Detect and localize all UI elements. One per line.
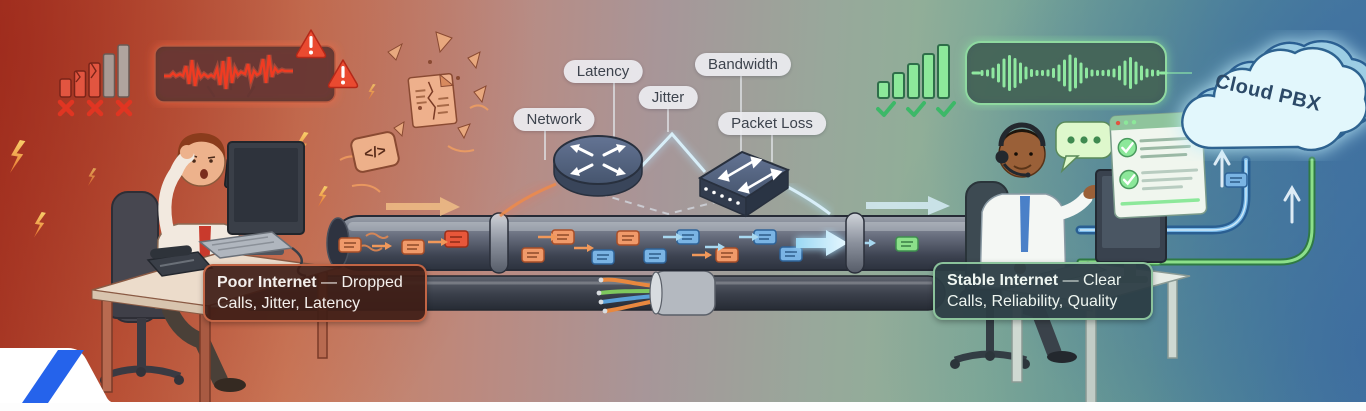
bottom-strip [0,402,1366,411]
packet-icon [895,236,919,252]
person-agent [979,122,1101,363]
stable-internet-callout: Stable Internet — Clear Calls, Reliabili… [933,262,1153,321]
desk-phone-icon [146,245,214,277]
network-links [499,76,831,218]
router-icon [553,135,643,197]
checkmark-icon [936,101,956,117]
headset-icon [998,122,1046,147]
flow-arrow-icon [796,230,848,256]
poor-waveform-icon [154,29,359,103]
good-waveform-icon [965,41,1192,105]
browser-window-icon [1109,111,1208,219]
packet-icon [1224,172,1248,188]
checkmark-icon [906,101,926,117]
label-network: Network [513,108,595,131]
data-tube [326,212,1057,274]
poor-internet-callout: Poor Internet — Dropped Calls, Jitter, L… [203,264,427,323]
poor-internet-line1: Poor Internet — Dropped [217,274,403,291]
cloud-cable-blue [1075,155,1251,235]
x-mark-icon [118,102,130,114]
up-arrow-icon [1213,149,1301,224]
label-packet-loss: Packet Loss [718,112,826,135]
x-mark-icon [89,102,101,114]
stable-internet-line2: Calls, Reliability, Quality [947,293,1118,311]
label-bandwidth: Bandwidth [694,53,792,76]
packet-icon [616,230,640,246]
checkmark-icon [876,101,896,117]
packet-icon [521,247,545,263]
label-latency: Latency [563,60,643,83]
signal-bars-broken-icon [60,44,130,114]
fiber-breakout-icon [596,270,716,316]
speech-bubble-icon [1055,121,1113,174]
packet-icon [338,237,362,253]
debris-shard-icon [387,31,487,140]
tube-joint-ring [845,212,865,274]
packet-icon [643,248,667,264]
brand-logo [22,350,84,403]
flow-arrow-icon [386,196,950,216]
tube-joint-ring [489,212,509,274]
label-jitter: Jitter [638,86,698,109]
poor-internet-line2: Calls, Jitter, Latency [217,295,361,313]
torn-document-icon [339,31,489,193]
warning-triangle-icon [295,29,327,59]
cloud-cable-green [1076,156,1316,266]
switch-icon [697,150,791,218]
cloud-pbx-icon [1181,39,1366,152]
stable-internet-line1: Stable Internet — Clear [947,272,1122,289]
x-mark-icon [60,102,72,114]
packet-icon [401,239,425,255]
signal-bars-good-icon [876,44,956,117]
packet-icon [444,230,469,248]
packet-icon [779,246,803,262]
packet-icon [591,249,615,265]
